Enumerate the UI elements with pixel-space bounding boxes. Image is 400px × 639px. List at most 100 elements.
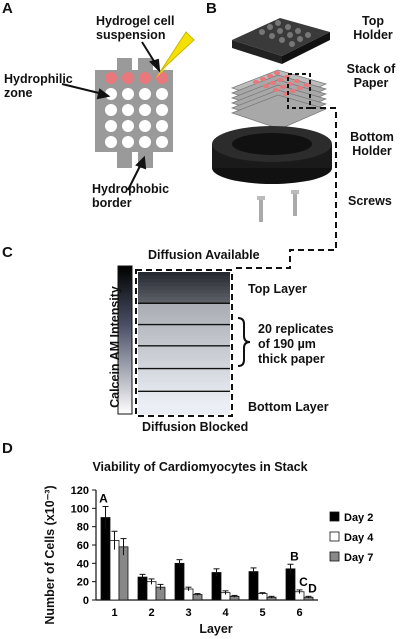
stack-selection-box bbox=[287, 73, 311, 109]
top-holder-icon bbox=[232, 18, 330, 64]
well-empty bbox=[156, 120, 168, 132]
layer-band bbox=[138, 357, 230, 362]
label-replicates: 20 replicates of 190 µm thick paper bbox=[258, 322, 334, 366]
panel-b-illustration bbox=[212, 18, 337, 269]
layer-band bbox=[138, 272, 230, 277]
paper-well bbox=[252, 80, 260, 84]
panel-a-arrows bbox=[61, 41, 161, 191]
layer-band bbox=[138, 318, 230, 323]
legend-label: Day 7 bbox=[344, 552, 373, 564]
paper-well bbox=[262, 84, 270, 88]
panel-a-illustration bbox=[61, 31, 195, 191]
label-diffusion-blocked: Diffusion Blocked bbox=[142, 420, 249, 434]
x-tick-label: 3 bbox=[185, 607, 191, 619]
paper-well bbox=[272, 88, 280, 92]
layer-band bbox=[138, 410, 230, 415]
layer-band bbox=[138, 300, 230, 305]
label-hydrophilic-zone: Hydrophilic zone bbox=[4, 72, 73, 100]
bar-day-2 bbox=[137, 576, 148, 601]
bar-day-2 bbox=[100, 517, 111, 601]
label-hydrogel-suspension: Hydrogel cell suspension bbox=[96, 14, 175, 42]
annotation-label: C bbox=[299, 575, 308, 589]
label-hydrophobic-border: Hydrophobic border bbox=[92, 182, 170, 210]
label-top-holder: Top Holder bbox=[353, 14, 393, 42]
layer-band bbox=[138, 406, 230, 412]
screws-icon bbox=[257, 190, 299, 222]
layer-band bbox=[138, 307, 230, 312]
layer-band bbox=[138, 346, 230, 351]
chart-xlabel: Layer bbox=[0, 622, 400, 636]
legend-swatch bbox=[329, 531, 340, 542]
paper-well bbox=[296, 86, 304, 90]
panel-c-letter: C bbox=[2, 244, 13, 261]
bottom-holder-icon bbox=[212, 126, 332, 184]
paper-well bbox=[259, 77, 267, 81]
layer-band bbox=[138, 286, 230, 291]
panel-d-letter: D bbox=[2, 440, 13, 457]
panel-a-letter: A bbox=[2, 0, 13, 17]
layer-band bbox=[138, 335, 230, 341]
well-filled bbox=[105, 72, 117, 84]
dashed-connector bbox=[232, 107, 337, 269]
legend-label: Day 4 bbox=[344, 532, 374, 544]
y-tick-label: 60 bbox=[77, 540, 89, 552]
paper-well bbox=[276, 78, 284, 82]
layer-band bbox=[138, 360, 230, 365]
layer-band bbox=[138, 296, 230, 301]
bar-day-2 bbox=[285, 568, 296, 601]
chart-title: Viability of Cardiomyocytes in Stack bbox=[92, 460, 308, 474]
layer-band bbox=[138, 325, 230, 330]
layer-band bbox=[138, 328, 230, 333]
legend-swatch bbox=[329, 551, 340, 562]
layer-band bbox=[138, 399, 230, 404]
label-bottom-holder: Bottom Holder bbox=[350, 130, 394, 158]
y-tick-label: 20 bbox=[77, 577, 89, 589]
paper-well bbox=[289, 89, 297, 93]
layer-band bbox=[138, 293, 230, 298]
layer-band bbox=[138, 289, 230, 294]
annotation-label: D bbox=[308, 581, 317, 595]
legend-label: Day 2 bbox=[344, 512, 373, 524]
layer-band bbox=[138, 385, 230, 390]
layer-band bbox=[138, 311, 230, 316]
x-tick-label: 1 bbox=[111, 607, 117, 619]
y-tick-label: 100 bbox=[71, 503, 89, 515]
well-grid bbox=[105, 72, 168, 148]
layer-band bbox=[138, 303, 230, 309]
brace-icon bbox=[237, 317, 251, 367]
well-empty bbox=[105, 120, 117, 132]
x-tick-label: 6 bbox=[296, 607, 302, 619]
panel-b-letter: B bbox=[206, 0, 217, 17]
well-empty bbox=[139, 104, 151, 116]
paper-stack-icon bbox=[230, 69, 328, 130]
well-empty bbox=[105, 104, 117, 116]
layer-band bbox=[138, 279, 230, 284]
well-empty bbox=[105, 136, 117, 148]
well-empty bbox=[156, 88, 168, 100]
layer-band bbox=[138, 332, 230, 337]
layer-band bbox=[138, 371, 230, 376]
layer-band bbox=[138, 382, 230, 387]
layer-band bbox=[138, 392, 230, 397]
paper-well bbox=[266, 74, 274, 78]
fluorescence-stack bbox=[138, 272, 230, 415]
layer-band bbox=[138, 353, 230, 358]
label-top-layer: Top Layer bbox=[248, 282, 307, 296]
bar-day-4 bbox=[257, 593, 268, 601]
y-tick-label: 80 bbox=[77, 522, 89, 534]
x-tick-label: 5 bbox=[259, 607, 265, 619]
pipette-icon bbox=[156, 31, 195, 78]
paper-well bbox=[269, 81, 277, 85]
layer-band bbox=[138, 321, 230, 326]
layer-band bbox=[138, 314, 230, 319]
y-tick-label: 120 bbox=[71, 485, 89, 497]
paper-well bbox=[273, 71, 281, 75]
layer-band bbox=[138, 367, 230, 372]
bar-day-2 bbox=[174, 562, 185, 601]
layer-band bbox=[138, 378, 230, 383]
label-diffusion-available: Diffusion Available bbox=[148, 248, 260, 262]
label-stack-of-paper: Stack of Paper bbox=[346, 62, 396, 90]
annotation-label: B bbox=[290, 549, 299, 563]
well-filled bbox=[122, 72, 134, 84]
well-empty bbox=[122, 120, 134, 132]
